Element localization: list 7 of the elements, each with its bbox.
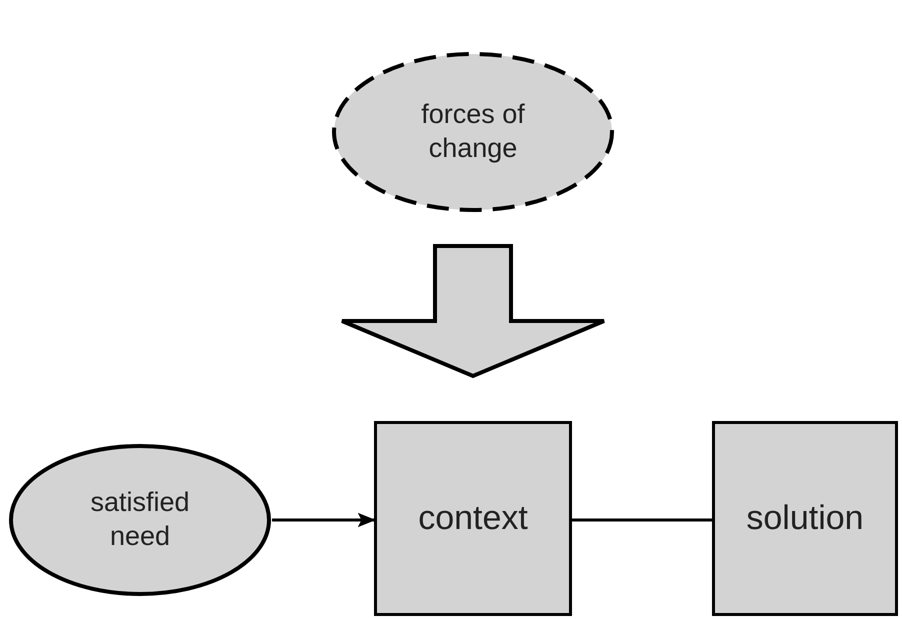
node-label: context (418, 498, 528, 540)
node-label: solution (746, 498, 864, 540)
node-label: forces of change (420, 98, 526, 165)
arrow (272, 512, 376, 528)
connector-line (572, 518, 712, 522)
node-label: satisfied need (89, 486, 191, 553)
block-arrow (340, 244, 606, 378)
